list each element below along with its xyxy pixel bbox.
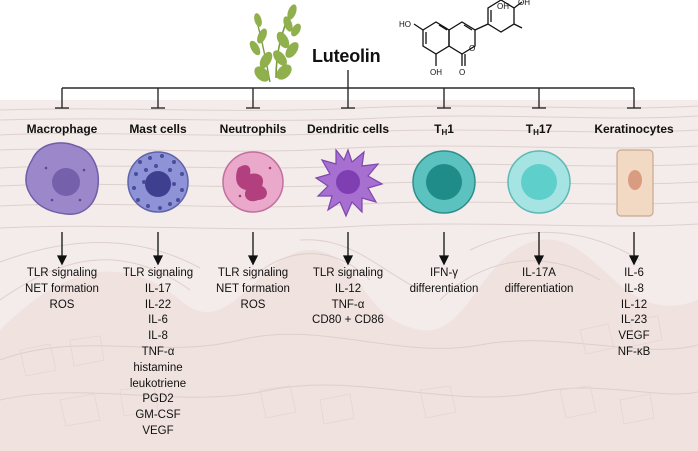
effects-th1: IFN-γ differentiation	[384, 266, 504, 298]
effect-item: ROS	[240, 298, 266, 311]
effect-item: ROS	[49, 298, 75, 311]
effect-item: IFN-γ	[429, 267, 459, 279]
effect-item: IL-17	[144, 282, 172, 295]
effect-item: IL-8	[148, 330, 168, 343]
effects-macrophage: TLR signaling NET formation ROS	[2, 266, 122, 313]
header-dendritic-cells: Dendritic cells	[306, 122, 390, 136]
effect-item: NET formation	[216, 282, 290, 295]
luteolin-molecule	[413, 0, 523, 66]
effect-item: IL-12	[620, 298, 648, 311]
svg-text:OH: OH	[430, 68, 442, 77]
effect-item: IL-8	[624, 282, 644, 295]
compound-title: Luteolin	[312, 46, 381, 66]
inhibition-tree	[55, 70, 641, 109]
svg-text:OH: OH	[497, 2, 509, 11]
svg-text:HO: HO	[399, 20, 411, 29]
macrophage-cell	[25, 142, 100, 215]
svg-text:O: O	[469, 44, 475, 53]
effect-item: PGD2	[142, 393, 174, 406]
effect-item: differentiation	[504, 282, 574, 295]
effect-item: IL-17A	[522, 267, 556, 279]
plant-illustration	[249, 4, 301, 83]
effect-item: IL-12	[334, 282, 362, 295]
effect-item: VEGF	[142, 424, 174, 437]
effect-item: TLR signaling	[312, 267, 384, 279]
header-neutrophils: Neutrophils	[219, 122, 287, 136]
effect-item: IL-6	[148, 314, 168, 327]
effect-item: IL-22	[144, 298, 172, 311]
effect-item: TNF-α	[141, 345, 175, 358]
svg-text:OH: OH	[518, 0, 530, 7]
keratinocyte-cell	[616, 149, 654, 217]
effect-item: VEGF	[618, 330, 650, 343]
dendritic-cell	[314, 148, 384, 218]
neutrophil-cell	[222, 151, 284, 213]
effect-item: TLR signaling	[122, 267, 194, 279]
skin-texture-lines	[0, 105, 698, 401]
mast-cell	[127, 151, 189, 213]
effects-dendritic-cells: TLR signaling IL-12 TNF-α CD80 + CD86	[288, 266, 408, 329]
effect-item: histamine	[133, 361, 183, 374]
header-macrophage: Macrophage	[26, 122, 98, 136]
effect-item: TLR signaling	[217, 267, 289, 279]
tissue-cells	[19, 315, 663, 427]
effects-neutrophils: TLR signaling NET formation ROS	[193, 266, 313, 313]
effects-th17: IL-17A differentiation	[479, 266, 599, 298]
header-th1: TH1	[434, 122, 454, 137]
effect-item: CD80 + CD86	[312, 314, 384, 327]
header-keratinocytes: Keratinocytes	[594, 122, 674, 136]
effect-item: IL-23	[620, 314, 648, 327]
effect-item: TLR signaling	[26, 267, 98, 279]
effect-item: NET formation	[25, 282, 99, 295]
effect-item: differentiation	[409, 282, 479, 295]
effect-item: NF-κB	[617, 345, 651, 358]
effect-item: leukotriene	[129, 377, 187, 390]
effects-keratinocytes: IL-6 IL-8 IL-12 IL-23 VEGF NF-κB	[574, 266, 694, 361]
dermis-layer	[0, 239, 698, 451]
molecule-atom-labels: OH OH HO OH O O	[399, 0, 530, 77]
th17-cell	[507, 150, 571, 214]
effect-item: TNF-α	[331, 298, 365, 311]
svg-text:O: O	[459, 68, 465, 77]
effects-mast-cells: TLR signaling IL-17 IL-22 IL-6 IL-8 TNF-…	[98, 266, 218, 440]
th1-cell	[412, 150, 476, 214]
header-th17: TH17	[525, 122, 553, 137]
effect-arrows	[56, 232, 640, 266]
effect-item: GM-CSF	[135, 409, 181, 422]
effect-item: IL-6	[624, 267, 644, 279]
header-mast-cells: Mast cells	[129, 122, 187, 136]
